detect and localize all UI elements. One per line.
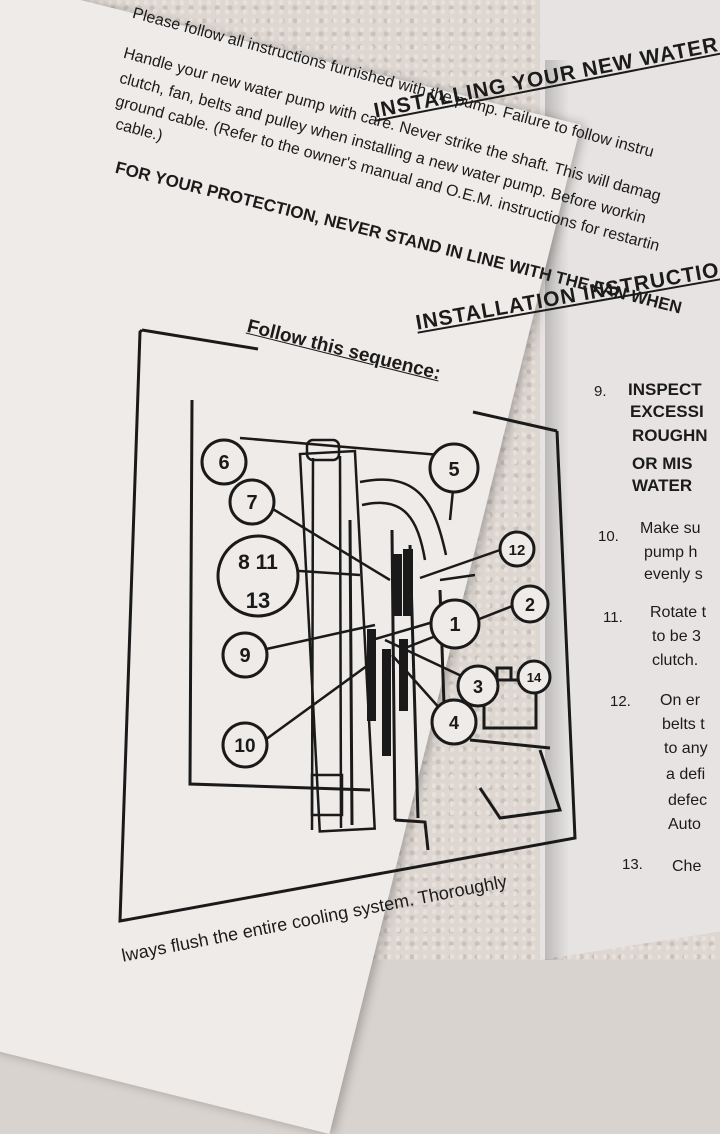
callout-3: 3 — [473, 677, 483, 697]
leader-lines — [239, 436, 516, 742]
step-9-number: 9. — [594, 383, 607, 400]
callout-numbers: 6 5 7 12 8 11 13 1 2 9 3 14 10 4 — [218, 452, 542, 757]
step-12-line-2: belts t — [662, 716, 705, 733]
callout-circles — [200, 438, 552, 769]
step-9-line-1: INSPECT — [628, 380, 702, 399]
step-10-number: 10. — [598, 528, 619, 545]
step-11-line-2: to be 3 — [652, 628, 701, 645]
step-11-line-3: clutch. — [652, 652, 699, 669]
callout-6: 6 — [218, 452, 229, 474]
callout-12: 12 — [509, 542, 526, 559]
step-9-line-5: WATER — [632, 476, 693, 495]
step-11-line-1: Rotate t — [650, 604, 707, 621]
callout-13: 13 — [246, 588, 270, 613]
callout-4: 4 — [449, 713, 459, 733]
step-12-line-1: On er — [660, 692, 701, 709]
callout-7: 7 — [246, 492, 257, 514]
fan-pulley — [367, 549, 413, 756]
step-10-line-2: pump h — [644, 544, 698, 561]
callout-5: 5 — [448, 459, 459, 481]
water-pump-diagram: 6 5 7 12 8 11 13 1 2 9 3 14 10 4 — [118, 328, 577, 923]
step-12-number: 12. — [610, 693, 631, 710]
step-12-line-5: defec — [668, 792, 708, 809]
step-9-line-3: ROUGHN — [632, 426, 708, 445]
callout-2: 2 — [525, 595, 535, 615]
step-11-number: 11. — [603, 609, 623, 626]
step-10-line-3: evenly s — [644, 566, 703, 583]
inner-frame — [188, 399, 371, 792]
step-9-line-2: EXCESSI — [630, 402, 704, 421]
callout-9: 9 — [239, 645, 250, 667]
step-13-number: 13. — [622, 856, 643, 873]
callout-8-11: 8 11 — [238, 551, 278, 574]
step-12-line-6: Auto — [668, 816, 701, 833]
step-12-line-4: a defi — [666, 766, 706, 783]
diagram-frame — [118, 328, 577, 923]
upper-hose — [359, 478, 476, 582]
step-13-line-1: Che — [672, 858, 702, 875]
callout-14: 14 — [527, 670, 542, 685]
callout-10: 10 — [234, 736, 255, 757]
step-10-line-1: Make su — [640, 520, 701, 537]
radiator — [298, 438, 377, 833]
step-9-line-4: OR MIS — [632, 454, 693, 473]
step-12-line-3: to any — [664, 740, 708, 757]
callout-1: 1 — [449, 614, 460, 636]
